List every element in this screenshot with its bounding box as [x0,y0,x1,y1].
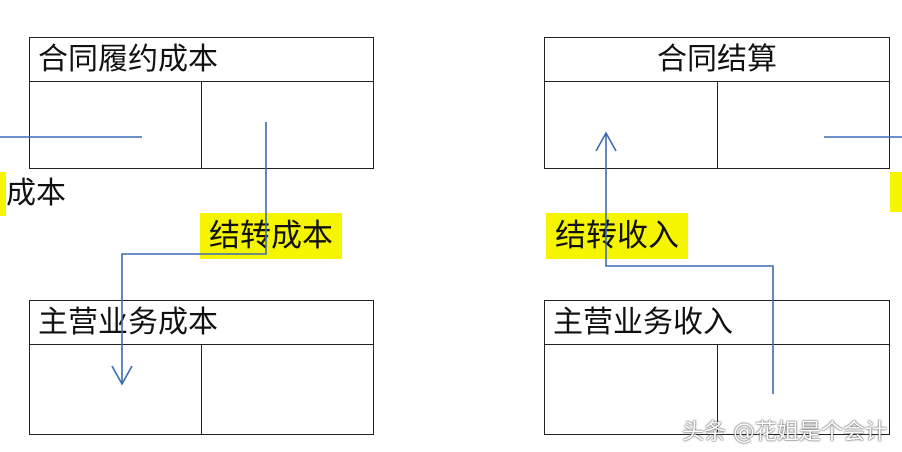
account-main-business-cost: 主营业务成本 [29,300,374,435]
account-main-business-revenue: 主营业务收入 [544,300,890,435]
transfer-revenue-path [605,133,774,394]
flow-label-transfer-cost: 结转成本 [200,213,342,259]
account-divider [717,81,718,168]
flow-label-transfer-revenue: 结转收入 [546,213,688,259]
account-divider [717,344,718,434]
watermark: 头条 @花姐是个会计 [682,420,887,445]
account-divider [201,344,202,434]
account-contract-cost: 合同履约成本 [29,37,374,169]
transfer-revenue-arrowhead [595,131,617,152]
transfer-cost-path [121,122,267,384]
right-edge-fragment [890,172,902,212]
left-edge-fragment: 成本 [0,172,66,216]
account-title: 合同履约成本 [30,38,373,82]
transfer-cost-arrowhead [111,365,133,386]
account-contract-settlement: 合同结算 [544,37,890,169]
account-divider [201,81,202,168]
